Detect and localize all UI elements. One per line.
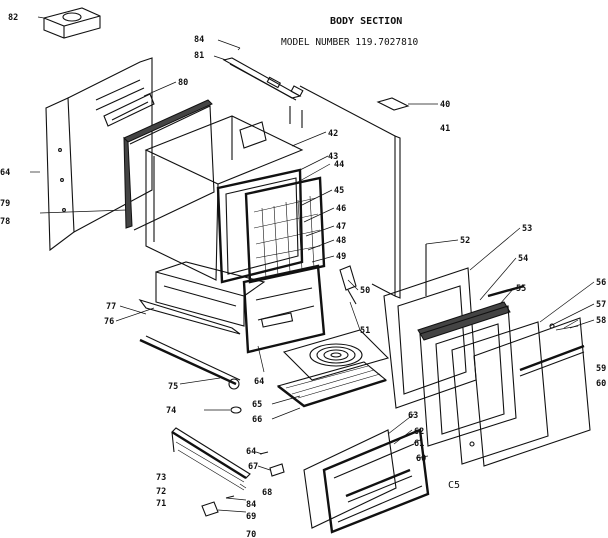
part-74-small-bracket	[204, 406, 242, 414]
callout-46: 46	[336, 204, 346, 214]
part-42-oven-cavity	[144, 115, 304, 281]
callout-71: 71	[156, 499, 166, 509]
callout-76: 76	[104, 317, 114, 327]
callout-60-door: 60	[596, 379, 606, 389]
part-52-rod	[425, 239, 459, 296]
callout-43: 43	[328, 152, 338, 162]
callout-56: 56	[596, 278, 606, 288]
callout-84-top: 84	[194, 35, 204, 45]
callout-47: 47	[336, 222, 346, 232]
part-75-drawer-rail	[139, 335, 241, 390]
callout-52: 52	[460, 236, 470, 246]
callout-66: 66	[252, 415, 262, 425]
part-45-rack-assembly	[244, 176, 326, 284]
callout-44: 44	[334, 160, 344, 170]
part-78-insulation	[123, 99, 215, 231]
callout-84-bottom: 84	[246, 500, 256, 510]
part-69-foot	[201, 495, 235, 517]
callout-53: 53	[522, 224, 532, 234]
part-66-broiler-pan	[276, 361, 388, 408]
callout-68: 68	[262, 488, 272, 498]
part-56-outer-door-panel	[451, 317, 591, 467]
callout-55: 55	[516, 284, 526, 294]
callout-65: 65	[252, 400, 262, 410]
callout-labels: 82 84 81 80 40 41 42 43 44 45 46 47 48 4…	[0, 13, 606, 538]
part-40-bracket	[376, 97, 438, 111]
part-61-drawer-front	[303, 428, 430, 534]
callout-42: 42	[328, 129, 338, 139]
part-43-front-frame	[216, 168, 304, 284]
callout-72: 72	[156, 487, 166, 497]
callout-59: 59	[596, 364, 606, 374]
part-76-drawer-body	[138, 261, 266, 335]
callout-74: 74	[166, 406, 176, 416]
callout-45: 45	[334, 186, 344, 196]
part-50-latch	[339, 265, 357, 305]
part-82-vent-cap	[43, 7, 101, 39]
callout-62: 62	[414, 427, 424, 437]
callout-79: 79	[0, 199, 10, 209]
diagram-code: C5	[448, 480, 460, 491]
callout-58: 58	[596, 316, 606, 326]
callout-41: 41	[440, 124, 450, 134]
callout-64-left: 64	[0, 168, 10, 178]
callout-70: 70	[246, 530, 256, 538]
callout-49: 49	[336, 252, 346, 262]
callout-51: 51	[360, 326, 370, 336]
callout-75: 75	[168, 382, 178, 392]
callout-67: 67	[248, 462, 258, 472]
part-80-side-panel	[45, 57, 155, 252]
callout-73: 73	[156, 473, 166, 483]
callout-64-drawer: 64	[246, 447, 256, 457]
callout-61: 61	[414, 439, 424, 449]
part-67-clip	[259, 451, 285, 477]
part-73-kick-plate	[171, 427, 251, 491]
callout-63: 63	[408, 411, 418, 421]
part-54-door-glass	[417, 284, 525, 447]
callout-80: 80	[178, 78, 188, 88]
model-number: MODEL NUMBER 119.7027810	[281, 37, 419, 48]
leader-lines	[30, 16, 595, 513]
part-64-lower-frame	[242, 264, 326, 354]
callout-69: 69	[246, 512, 256, 522]
callout-40: 40	[440, 100, 450, 110]
callout-57: 57	[596, 300, 606, 310]
callout-78: 78	[0, 217, 10, 227]
section-title: BODY SECTION	[330, 16, 402, 27]
callout-48: 48	[336, 236, 346, 246]
callout-64-bottom: 64	[254, 377, 264, 387]
callout-60-drawer: 60	[416, 454, 426, 464]
callout-54: 54	[518, 254, 528, 264]
part-81-top-strip	[222, 47, 304, 101]
callout-50: 50	[360, 286, 370, 296]
callout-81: 81	[194, 51, 204, 61]
part-65-burner-element	[282, 329, 390, 381]
callout-82: 82	[8, 13, 18, 23]
part-41-back-panel	[289, 85, 401, 299]
callout-77: 77	[106, 302, 116, 312]
